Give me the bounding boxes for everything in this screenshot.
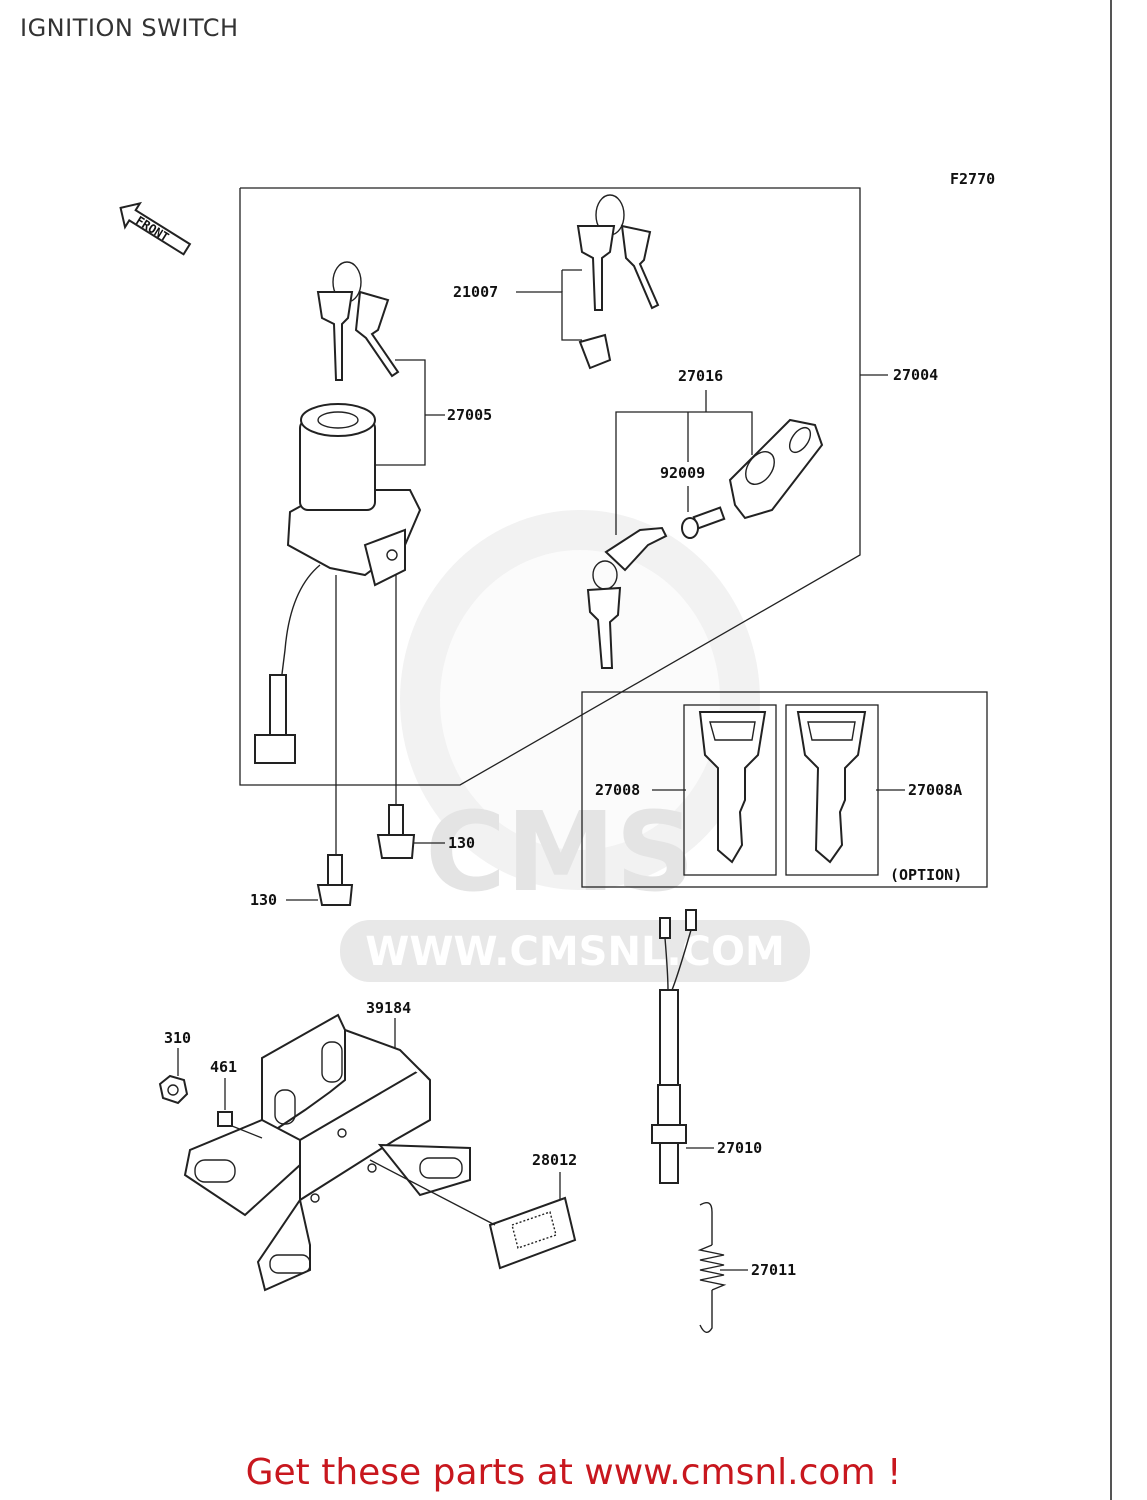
callout-27008a: 27008A [908,781,962,799]
callout-27010: 27010 [717,1139,762,1157]
callout-27016: 27016 [678,367,723,385]
callout-27005: 27005 [447,406,492,424]
option-label: (OPTION) [890,866,962,884]
callout-130-lower: 130 [250,891,277,909]
watermark-url: WWW.CMSNL.COM [365,929,785,975]
ignition-keys-icon [316,261,400,381]
figure-code: F2770 [950,170,995,188]
wire-connector-icon [651,909,697,1184]
promo-link[interactable]: Get these parts at www.cmsnl.com ! [245,1452,902,1493]
page-divider [1110,0,1112,1500]
clip-icon [217,1111,233,1127]
ignition-switch-icon [254,403,422,764]
callout-92009: 92009 [660,464,705,482]
lock-cylinder-icon [728,418,824,520]
kit-outline [239,187,861,786]
bolt-icon [376,804,416,859]
option-key-icon [698,711,767,864]
callout-39184: 39184 [366,999,411,1017]
spare-keys-icon [576,194,660,370]
nut-icon [158,1074,189,1105]
callout-27011: 27011 [751,1261,796,1279]
callout-27004: 27004 [893,366,938,384]
seat-lock-keys-icon [586,526,668,669]
reflector-icon [488,1196,577,1270]
spring-icon [697,1202,727,1333]
front-arrow-icon: FRONT [119,201,192,256]
callout-310: 310 [164,1029,191,1047]
watermark-brand: CMS [425,788,694,916]
callout-21007: 21007 [453,283,498,301]
option-key-alt-icon [796,711,867,864]
option-box [581,691,988,888]
callout-27008: 27008 [595,781,640,799]
front-label: FRONT [133,213,171,244]
callout-28012: 28012 [532,1151,577,1169]
watermark-logo: CMS WWW.CMSNL.COM [340,510,810,982]
page-title: IGNITION SWITCH [20,14,239,42]
callout-461: 461 [210,1058,237,1076]
bolt-icon [316,854,354,906]
callout-130-upper: 130 [448,834,475,852]
bracket-icon [183,1013,471,1292]
screw-icon [681,506,726,539]
